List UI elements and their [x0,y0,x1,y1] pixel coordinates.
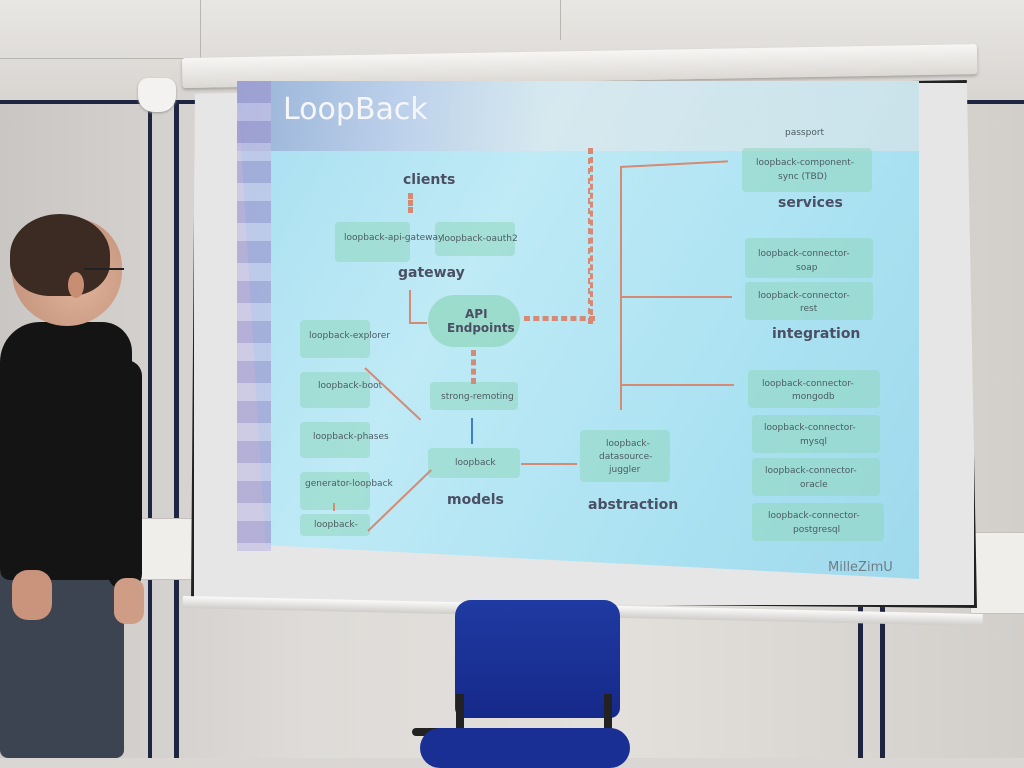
section-api: API [465,307,488,321]
person-hand [114,578,144,624]
security-camera [138,78,176,112]
module-label: strong-remoting [441,392,514,402]
module-label: loopback-explorer [309,331,391,341]
arrow-connector [471,350,476,384]
module-label: generator-loopback [305,479,393,489]
module-label: mysql [800,437,827,447]
module-box [300,514,370,536]
module-label: loopback [455,458,496,468]
module-label: soap [796,263,818,273]
module-box [435,222,515,256]
ceiling-tile-line [0,58,200,59]
module-label: loopback- [606,439,650,449]
slide-decoration-strip [237,81,271,551]
section-services: services [778,195,843,211]
module-label: loopback-component- [756,158,855,168]
module-label: loopback- [314,520,358,530]
api-endpoints-cloud [428,295,520,347]
wall-rail-vertical [174,100,179,758]
module-label: loopback-boot [318,381,383,391]
module-box [752,415,880,453]
arrow-connector [620,296,732,298]
wall-rail-vertical [880,600,885,758]
person-arm [108,360,142,590]
module-label: loopback-connector- [764,423,856,433]
module-label: datasource- [599,452,653,462]
arrow-connector [409,290,411,323]
module-label: sync (TBD) [778,172,828,182]
module-box [300,472,370,510]
module-label: loopback-connector- [762,379,854,389]
module-box [335,222,410,262]
arrow-connector [620,384,734,386]
slide-watermark: MilleZimU [828,560,893,575]
arrow-connector [408,193,413,213]
module-label: loopback-api-gateway [344,233,444,243]
wall-rail-vertical [858,600,863,758]
person-ear [68,272,84,298]
ceiling-tile-line [560,0,561,40]
module-box [745,282,873,320]
module-label: postgresql [793,525,841,535]
module-label: loopback-phases [313,432,389,442]
module-label: juggler [609,465,641,475]
wall-rail-vertical [148,100,152,758]
module-label: loopback-connector- [768,511,860,521]
arrow-connector [524,316,595,321]
arrow-connector [471,418,473,444]
module-label: passport [785,128,825,138]
module-box [428,448,520,478]
module-box [300,320,370,358]
module-box [745,238,873,278]
chair-frame [604,694,612,734]
person-hair [10,214,110,296]
module-label: rest [800,304,818,314]
module-label: loopback-connector- [758,291,850,301]
ceiling-tile-line [200,0,201,58]
person-glasses [84,268,124,278]
arrow-connector [620,167,622,410]
module-box [580,430,670,482]
chair-seat [420,728,630,768]
module-label: mongodb [792,392,835,402]
module-box [430,382,518,410]
module-box [300,372,370,408]
module-box [300,422,370,458]
module-label: loopback-oauth2 [442,234,518,244]
arrow-connector [333,503,335,511]
wall-trunking [970,532,1024,614]
chair-backrest [455,600,620,718]
arrow-connector [409,322,427,324]
module-box [742,148,872,192]
section-models: models [447,492,504,508]
module-box [748,370,880,408]
slide-title: LoopBack [283,92,428,127]
module-label: oracle [800,480,828,490]
section-integration: integration [772,326,861,342]
section-abstraction: abstraction [588,497,679,513]
person-hand [12,570,52,620]
module-label: loopback-connector- [758,249,850,259]
module-box [752,458,880,496]
arrow-connector [521,463,577,465]
section-clients: clients [403,172,456,188]
slide-header [237,81,919,151]
module-box [752,503,884,541]
module-label: loopback-connector- [765,466,857,476]
section-endpoints: Endpoints [447,321,515,335]
arrow-connector [588,148,593,324]
section-gateway: gateway [398,265,465,281]
chair-frame [456,694,464,734]
